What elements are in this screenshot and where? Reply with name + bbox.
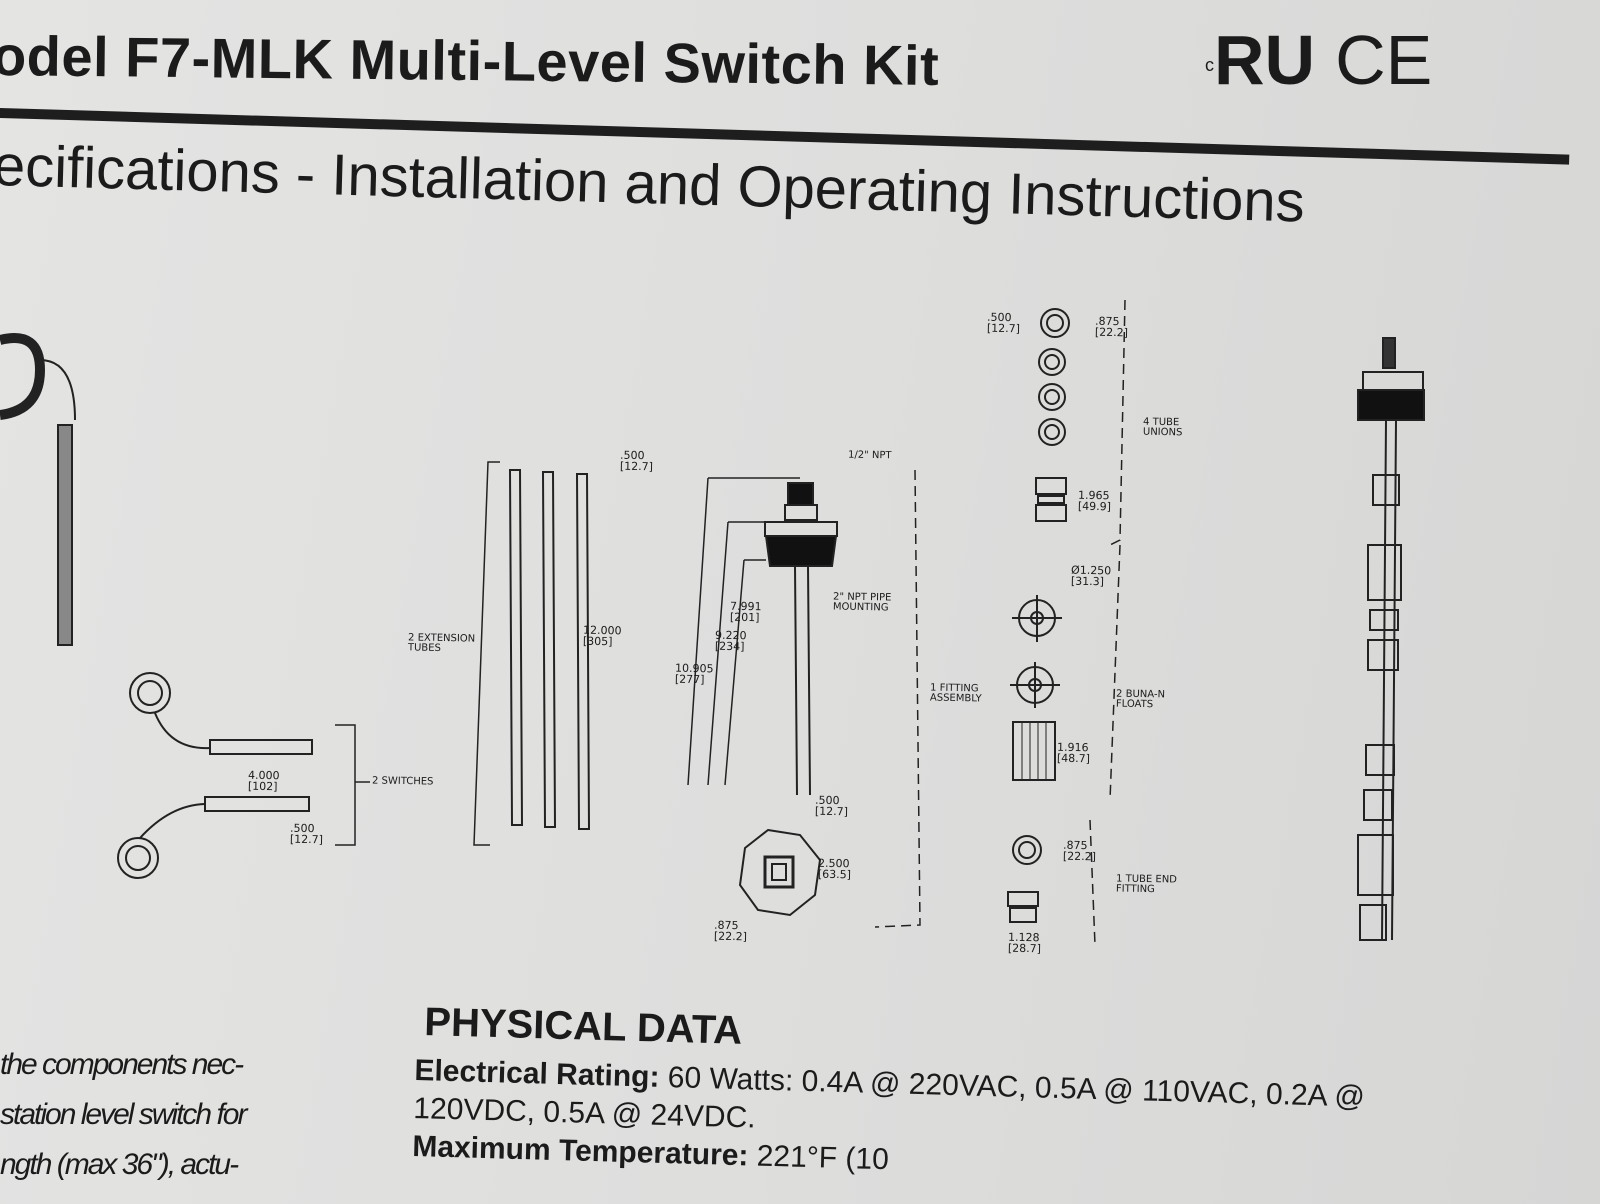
half-npt-label: 1/2" NPT xyxy=(847,449,892,462)
assembled-switch-drawing xyxy=(1357,337,1425,941)
switches-drawing xyxy=(117,672,370,879)
hex-dim: 2.500 [63.5] xyxy=(817,856,852,882)
intro-text-fragment: the components nec- station level switch… xyxy=(0,1040,247,1190)
extension-tubes-drawing xyxy=(473,461,591,846)
float-length-dim: 1.916 [48.7] xyxy=(1056,740,1091,766)
ul-mark-logo: RU xyxy=(1214,21,1316,99)
tube-end-label: 1 TUBE END FITTING xyxy=(1115,873,1178,896)
switches-label: 2 SWITCHES xyxy=(371,775,434,788)
pipe-mounting-label: 2" NPT PIPE MOUNTING xyxy=(832,591,892,614)
union-width-dim: .500 [12.7] xyxy=(986,310,1021,336)
floats-label: 2 BUNA-N FLOATS xyxy=(1115,688,1166,711)
switch-photo-fragment xyxy=(0,333,76,646)
tube-end-drawing xyxy=(1007,819,1096,946)
tube-length-dim: 12.000 [305] xyxy=(582,623,622,649)
union-length-dim: 1.965 [49.9] xyxy=(1077,488,1112,514)
intro-line: ngth (max 36"), actu- xyxy=(0,1148,239,1181)
ce-mark-logo: CE xyxy=(1335,21,1433,99)
extension-tubes-label: 2 EXTENSION TUBES xyxy=(407,632,476,654)
max-temp-label: Maximum Temperature: xyxy=(411,1129,749,1173)
floats-drawing xyxy=(1010,544,1121,801)
intro-line: station level switch for xyxy=(0,1098,247,1131)
switch-length-dim: 4.000 [102] xyxy=(247,768,280,794)
mount-dim-3: 10.905 [277] xyxy=(674,661,714,687)
stem-dim: .500 [12.7] xyxy=(814,793,849,819)
tube-unions-drawing xyxy=(1035,299,1126,546)
physical-data-heading: PHYSICAL DATA xyxy=(423,1000,743,1053)
tube-width-dim: .500 [12.7] xyxy=(619,448,654,474)
tube-unions-label: 4 TUBE UNIONS xyxy=(1142,416,1183,439)
switch-dia-dim: .500 [12.7] xyxy=(289,821,324,847)
max-temp-value: 221°F (10 xyxy=(747,1139,890,1177)
mount-dim-2: 9.220 [234] xyxy=(714,628,747,654)
mounting-drawing xyxy=(687,469,921,928)
float-dia-dim: Ø1.250 [31.3] xyxy=(1070,563,1112,589)
tube-end-length-dim: 1.128 [28.7] xyxy=(1007,930,1042,956)
electrical-rating-label: Electrical Rating: xyxy=(414,1053,660,1094)
union-hex-dim: .875 [22.2] xyxy=(1094,314,1129,340)
intro-line: the components nec- xyxy=(0,1048,244,1081)
tube-end-hex-dim: .875 [22.2] xyxy=(1062,838,1097,864)
fitting-assembly-label: 1 FITTING ASSEMBLY xyxy=(929,682,982,705)
mount-dim-1: 7.991 [201] xyxy=(729,599,762,625)
hex-small-dim: .875 [22.2] xyxy=(713,918,748,944)
cert-prefix: c xyxy=(1205,55,1214,76)
